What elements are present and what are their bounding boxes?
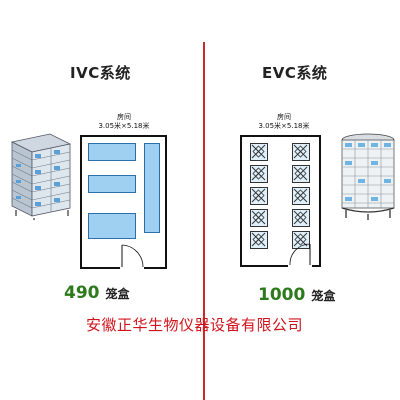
evc-rack-unit xyxy=(292,209,310,227)
evc-title: EVC系统 xyxy=(262,64,328,82)
evc-room-plan xyxy=(240,135,321,267)
evc-rack-unit xyxy=(292,187,310,205)
evc-rack-unit xyxy=(250,143,268,161)
ivc-rack-1 xyxy=(88,143,136,161)
evc-door-icon xyxy=(288,243,312,267)
evc-room-size: 3.05米×5.18米 xyxy=(258,122,310,130)
ivc-room-label: 房间 3.05米×5.18米 xyxy=(84,113,164,131)
ivc-unit: 笼盒 xyxy=(105,287,130,301)
ivc-rack-3 xyxy=(88,213,136,239)
ivc-rack-icon xyxy=(4,130,74,220)
ivc-capacity: 490 笼盒 xyxy=(64,283,130,303)
ivc-room-size: 3.05米×5.18米 xyxy=(98,122,150,130)
ivc-title: IVC系统 xyxy=(70,64,131,82)
ivc-room-name: 房间 xyxy=(117,113,131,121)
evc-rack-unit xyxy=(250,231,268,249)
evc-rack-unit xyxy=(250,209,268,227)
evc-rack-unit xyxy=(292,165,310,183)
evc-rack-unit xyxy=(250,187,268,205)
evc-unit: 笼盒 xyxy=(311,289,336,303)
evc-capacity: 1000 笼盒 xyxy=(258,285,335,305)
company-name: 安徽正华生物仪器设备有限公司 xyxy=(86,316,304,334)
ivc-door-icon xyxy=(120,244,144,269)
ivc-count: 490 xyxy=(64,283,100,303)
evc-rotary-rack-icon xyxy=(339,132,397,220)
evc-room-name: 房间 xyxy=(277,113,291,121)
evc-room-label: 房间 3.05米×5.18米 xyxy=(244,113,324,131)
ivc-rack-2 xyxy=(88,175,136,193)
evc-count: 1000 xyxy=(258,285,306,305)
ivc-rack-4 xyxy=(144,143,160,233)
center-divider xyxy=(203,42,205,400)
ivc-room-plan xyxy=(80,135,167,269)
evc-rack-unit xyxy=(250,165,268,183)
evc-rack-unit xyxy=(292,143,310,161)
